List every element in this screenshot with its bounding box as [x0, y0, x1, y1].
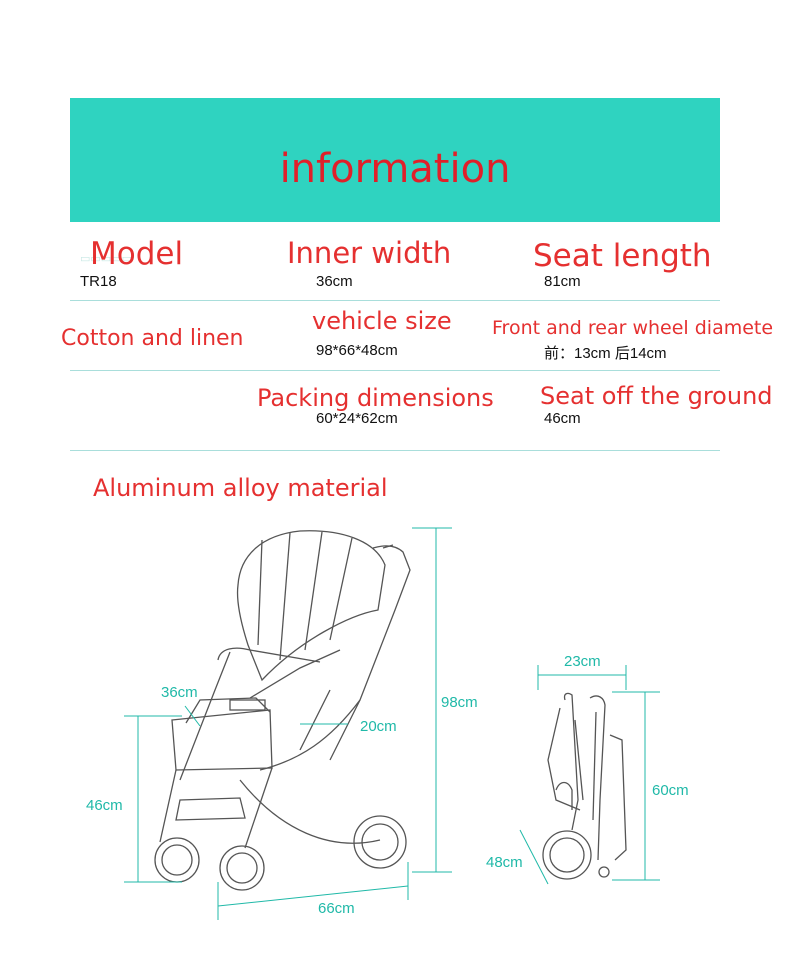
model-label: Model — [90, 236, 184, 272]
dim-seat-height-label: 46cm — [86, 797, 123, 814]
packing-dimensions-label: Packing dimensions — [257, 384, 494, 412]
dim-folded-depth-label: 48cm — [486, 854, 523, 871]
dim-seat-depth-label: 20cm — [360, 718, 397, 735]
seat-height-label: Seat off the ground — [540, 382, 773, 410]
dim-folded-height-label: 60cm — [652, 782, 689, 799]
vehicle-size-value: 98*66*48cm — [316, 342, 398, 359]
folded-stroller-drawing — [542, 692, 627, 880]
dim-length-label: 66cm — [318, 900, 355, 917]
table-divider — [70, 370, 720, 371]
inner-width-value: 36cm — [316, 273, 353, 290]
seat-length-value: 81cm — [544, 273, 581, 290]
model-value: TR18 — [80, 273, 117, 290]
vehicle-size-label: vehicle size — [312, 307, 452, 335]
faint-row-mark: ▭▭▭▭▭ — [80, 252, 132, 265]
packing-dimensions-value: 60*24*62cm — [316, 410, 398, 427]
wheel-diameter-label: Front and rear wheel diamete — [492, 317, 774, 339]
inner-width-label: Inner width — [287, 236, 452, 270]
dim-height-label: 98cm — [441, 694, 478, 711]
dimension-lines — [124, 527, 660, 920]
table-divider — [70, 300, 720, 301]
seat-length-label: Seat length — [533, 238, 712, 274]
dim-folded-width-label: 23cm — [564, 653, 601, 670]
header-banner: information — [70, 98, 720, 222]
page-title: information — [279, 146, 511, 192]
unfolded-stroller-drawing — [154, 530, 411, 891]
wheel-diameter-value: 前：13cm 后14cm — [544, 345, 667, 362]
dim-seat-width-label: 36cm — [161, 684, 198, 701]
table-divider — [70, 450, 720, 451]
material-label: Cotton and linen — [61, 326, 244, 351]
frame-material-label: Aluminum alloy material — [93, 474, 388, 502]
seat-height-value: 46cm — [544, 410, 581, 427]
